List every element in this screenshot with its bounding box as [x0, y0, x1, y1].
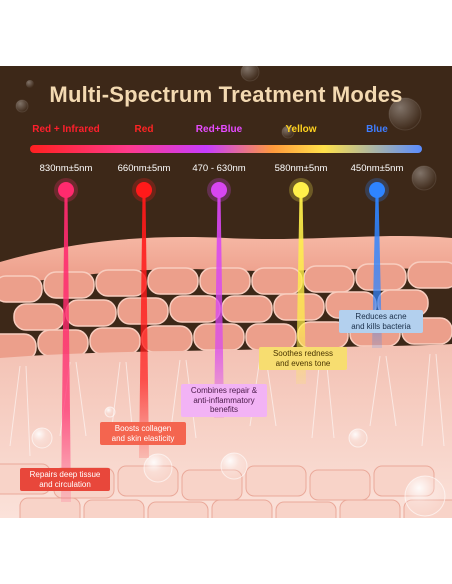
wavelength-red-blue: 470 - 630nm	[192, 163, 246, 174]
mode-label-red-blue: Red+Blue	[195, 124, 243, 135]
skin-surface	[0, 236, 452, 286]
light-beams	[54, 178, 389, 502]
led-dot	[293, 182, 309, 198]
skin-cross-section-illustration	[0, 66, 452, 518]
benefit-line: benefits	[209, 405, 239, 414]
light-beam	[372, 194, 382, 348]
benefit-line: and circulation	[39, 479, 91, 489]
benefit-line: and evens tone	[275, 358, 331, 368]
background-bubbles	[15, 66, 437, 191]
led-dot	[369, 182, 385, 198]
light-beam	[214, 194, 224, 418]
benefit-line: anti-inflammatory	[193, 395, 255, 405]
benefit-line: Repairs deep tissue	[29, 470, 101, 479]
light-beam	[61, 194, 71, 502]
benefit-line: and skin elasticity	[111, 433, 175, 443]
led-dot	[211, 182, 227, 198]
page-title: Multi-Spectrum Treatment Modes	[49, 82, 403, 107]
led-dot	[136, 182, 152, 198]
wavelength-red: 660nm±5nm	[117, 163, 171, 174]
benefit-line: Soothes redness	[272, 349, 334, 358]
treatment-modes-banner: Multi-Spectrum Treatment Modes Red + Inf…	[0, 66, 452, 518]
wavelength-blue: 450nm±5nm	[350, 163, 404, 174]
mode-label-red: Red	[134, 124, 154, 135]
wavelength-red-infrared: 830nm±5nm	[39, 163, 93, 174]
wavelength-yellow: 580nm±5nm	[274, 163, 328, 174]
light-beam	[296, 194, 306, 384]
skin-bubbles	[31, 406, 446, 517]
led-dot	[58, 182, 74, 198]
mode-label-yellow: Yellow	[285, 124, 317, 135]
benefit-line: Boosts collagen	[114, 424, 172, 433]
mode-label-blue: Blue	[366, 124, 388, 135]
light-beam	[139, 194, 149, 458]
mode-label-red-infrared: Red + Infrared	[32, 124, 100, 135]
benefit-line: Combines repair &	[190, 386, 258, 395]
spectrum-bar	[30, 145, 422, 153]
benefit-line: Reduces acne	[355, 312, 407, 321]
benefit-line: and kills bacteria	[351, 321, 411, 331]
